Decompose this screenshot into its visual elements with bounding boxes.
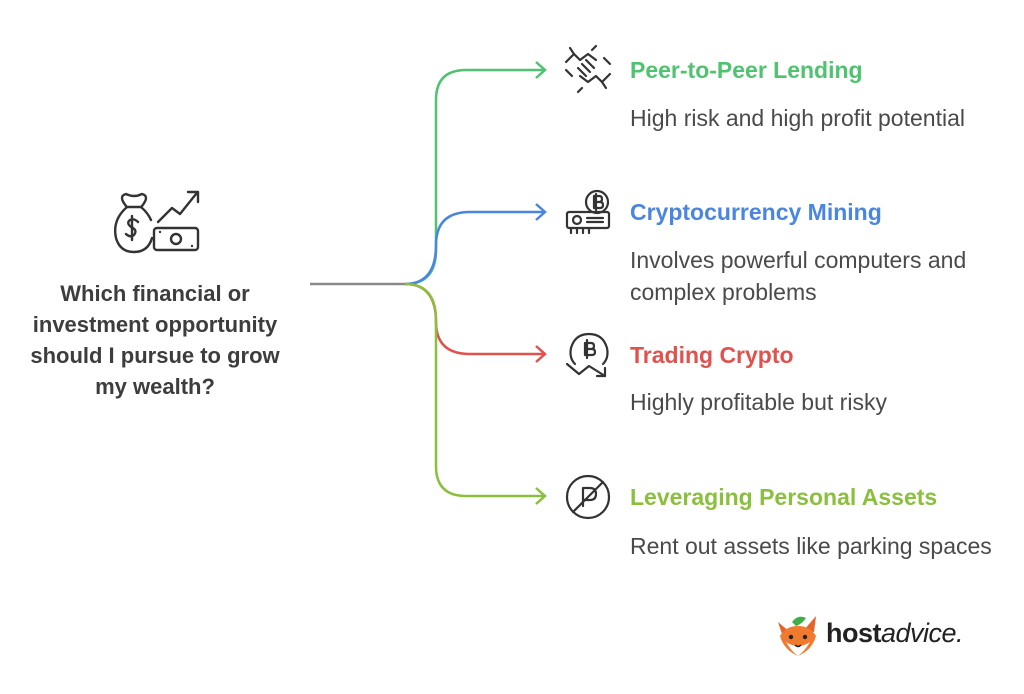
arrowhead-peer-to-peer: [535, 61, 547, 79]
option-desc-peer-to-peer: High risk and high profit potential: [630, 105, 965, 131]
money-bag-growth-icon: [112, 180, 204, 265]
fox-logo-icon: [772, 612, 822, 663]
no-parking-icon: [563, 472, 613, 527]
option-desc-personal-assets: Rent out assets like parking spaces: [630, 533, 992, 559]
connector-crypto-mining: [404, 210, 545, 286]
connector-personal-assets: [404, 282, 545, 498]
connector-trading-crypto: [404, 282, 545, 356]
handshake-icon: [562, 44, 614, 99]
brand-wordmark: hostadvice.: [826, 618, 964, 649]
bitcoin-mining-rig-icon: [563, 188, 613, 241]
connector-peer-to-peer: [404, 68, 545, 286]
bitcoin-trend-down-icon: [563, 328, 613, 385]
option-title-crypto-mining: Cryptocurrency Mining: [630, 199, 882, 225]
central-question: Which financial or investment opportunit…: [30, 281, 280, 399]
arrowhead-crypto-mining: [535, 203, 547, 221]
option-desc-trading-crypto: Highly profitable but risky: [630, 389, 887, 415]
arrowhead-trading-crypto: [535, 345, 547, 363]
option-title-personal-assets: Leveraging Personal Assets: [630, 484, 938, 510]
option-title-trading-crypto: Trading Crypto: [630, 342, 794, 368]
option-title-peer-to-peer: Peer-to-Peer Lending: [630, 57, 863, 83]
option-desc-crypto-mining: Involves powerful computers and complex …: [630, 247, 967, 305]
brand-light: advice.: [881, 618, 964, 648]
brand-bold: host: [826, 618, 882, 648]
arrowhead-personal-assets: [535, 487, 547, 505]
